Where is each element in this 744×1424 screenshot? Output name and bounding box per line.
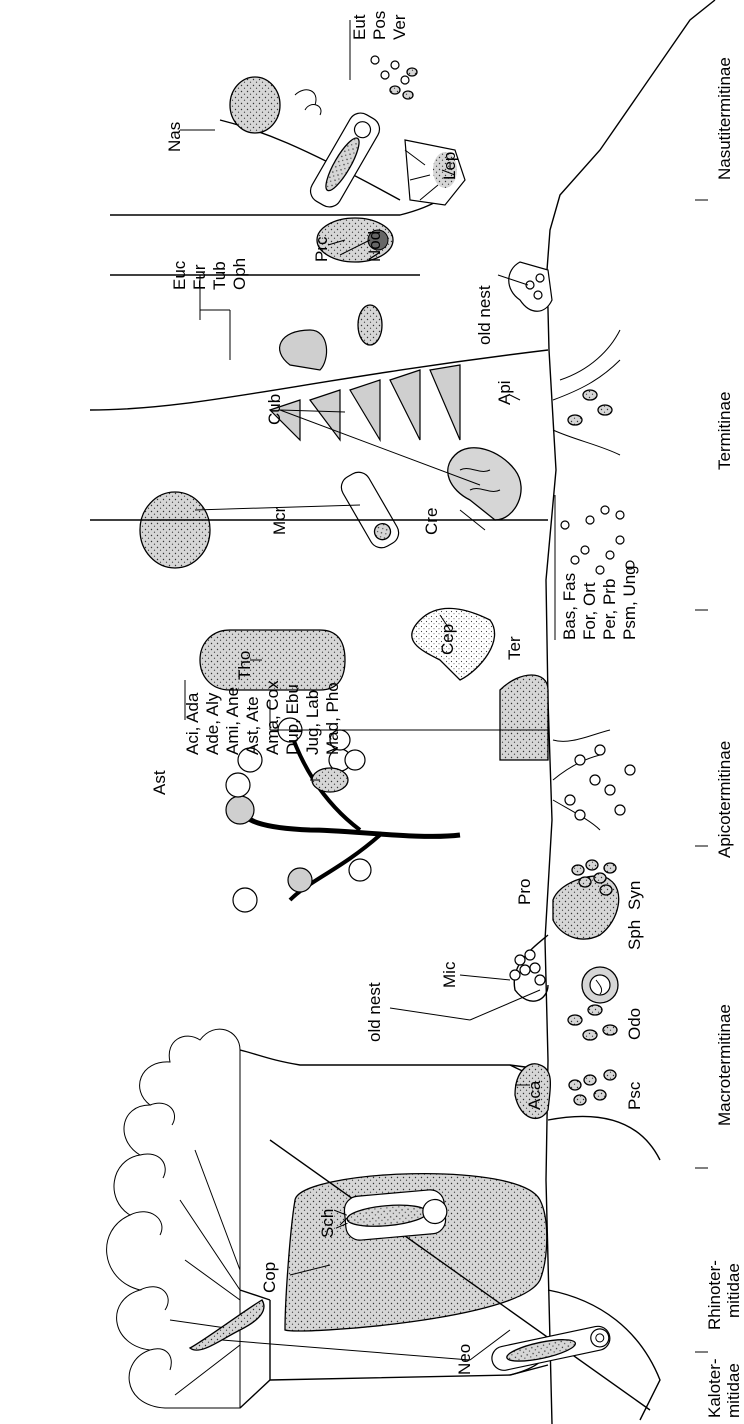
family-label-nasuti: Nasutitermitinae	[715, 57, 734, 180]
ground-surface-line	[545, 0, 715, 1424]
termitinae-soil	[553, 330, 634, 574]
apico-list-item: Aci, Ada	[183, 692, 202, 755]
label-mic: Mic	[440, 961, 459, 988]
label-syn: Syn	[625, 881, 644, 910]
label-prc: Prc	[312, 236, 331, 262]
label-api: Api	[495, 380, 514, 405]
soil-list-item: Bas, Fas	[560, 573, 579, 640]
label-pro: Pro	[515, 879, 534, 905]
soil-list-item: Per, Prb	[600, 579, 619, 640]
nasuti-soil	[371, 56, 417, 99]
label-old-nest-1: old nest	[365, 982, 384, 1042]
label-tho: Tho	[235, 651, 254, 680]
tree-list-item: Fur	[190, 264, 209, 290]
label-sch: Sch	[318, 1209, 337, 1238]
nas-nest	[230, 77, 280, 133]
nas-termite	[306, 109, 384, 212]
label-cre: Cre	[422, 508, 441, 535]
termitinae-structures	[90, 305, 634, 760]
soil-genus-list: Bas, Fas For, Ort Per, Prb Psm, Ung	[560, 565, 639, 640]
mcr-termite	[337, 468, 403, 552]
family-label-rhino-2: mitidae	[724, 1263, 743, 1318]
family-label-kalo-1: Kaloter-	[705, 1358, 724, 1418]
label-ter: Ter	[505, 636, 524, 660]
family-dividers	[695, 200, 708, 1352]
label-mcr: Mcr	[270, 506, 289, 535]
label-odo: Odo	[625, 1008, 644, 1040]
label-neo: Neo	[455, 1344, 474, 1375]
apico-list-item: Jug, Lab	[303, 690, 322, 755]
tree-list-item: Oph	[230, 258, 249, 290]
family-labels: Kaloter- mitidae Rhinoter- mitidae Macro…	[705, 57, 743, 1418]
nasuti-list-item: Pos	[370, 11, 389, 40]
psc-chambers	[569, 1070, 616, 1105]
apico-list-item: Dup, Ebu	[283, 684, 302, 755]
family-label-rhino-1: Rhinoter-	[705, 1260, 724, 1330]
apico-list-item: Ast, Ate	[243, 696, 262, 755]
nasuti-list-item: Ver	[390, 14, 409, 40]
soil-list-item: Psm, Ung	[620, 565, 639, 640]
label-lep: Lep	[440, 152, 459, 180]
apico-list-item: Mad, Pho	[323, 682, 342, 755]
old-nest-2-shape	[509, 262, 552, 311]
apico-genus-list: Aci, Ada Ade, Aly Ami, Ane Ast, Ate Ama,…	[183, 680, 342, 755]
apico-soil	[553, 730, 635, 830]
family-label-macro: Macrotermitinae	[715, 1004, 734, 1126]
apico-list-item: Ade, Aly	[203, 692, 222, 755]
sph-chamber	[582, 967, 618, 1003]
label-nod: Nod	[365, 231, 384, 262]
label-old-nest-2: old nest	[475, 285, 494, 345]
mic-cells	[510, 950, 545, 985]
tree-list-item: Euc	[170, 260, 189, 290]
family-label-kalo-2: mitidae	[724, 1363, 743, 1418]
nasuti-list-item: Eut	[350, 14, 369, 40]
label-sph: Sph	[625, 920, 644, 950]
family-label-termi: Termitinae	[715, 392, 734, 470]
label-aca: Aca	[525, 1080, 544, 1110]
label-ast: Ast	[150, 770, 169, 795]
apico-list-item: Ama, Cox	[263, 680, 282, 755]
ter-nest	[500, 675, 548, 760]
family-label-apico: Apicotermitinae	[715, 741, 734, 858]
label-psc: Psc	[625, 1081, 644, 1110]
tree-genus-list: Euc Fur Tub Oph	[170, 258, 249, 290]
nas-leaf-icon	[295, 90, 321, 115]
label-cop: Cop	[260, 1262, 279, 1293]
mcr-nest	[140, 492, 210, 568]
label-nas: Nas	[165, 122, 184, 152]
soil-list-item: For, Ort	[580, 582, 599, 640]
odo-chambers	[568, 1005, 617, 1040]
label-cub: Cub	[265, 394, 284, 425]
nasuti-genus-list: Eut Pos Ver	[350, 11, 409, 40]
tree-list-item: Tub	[210, 261, 229, 290]
apico-list-item: Ami, Ane	[223, 687, 242, 755]
cre-nest	[448, 448, 521, 520]
label-cep: Cep	[438, 624, 457, 655]
